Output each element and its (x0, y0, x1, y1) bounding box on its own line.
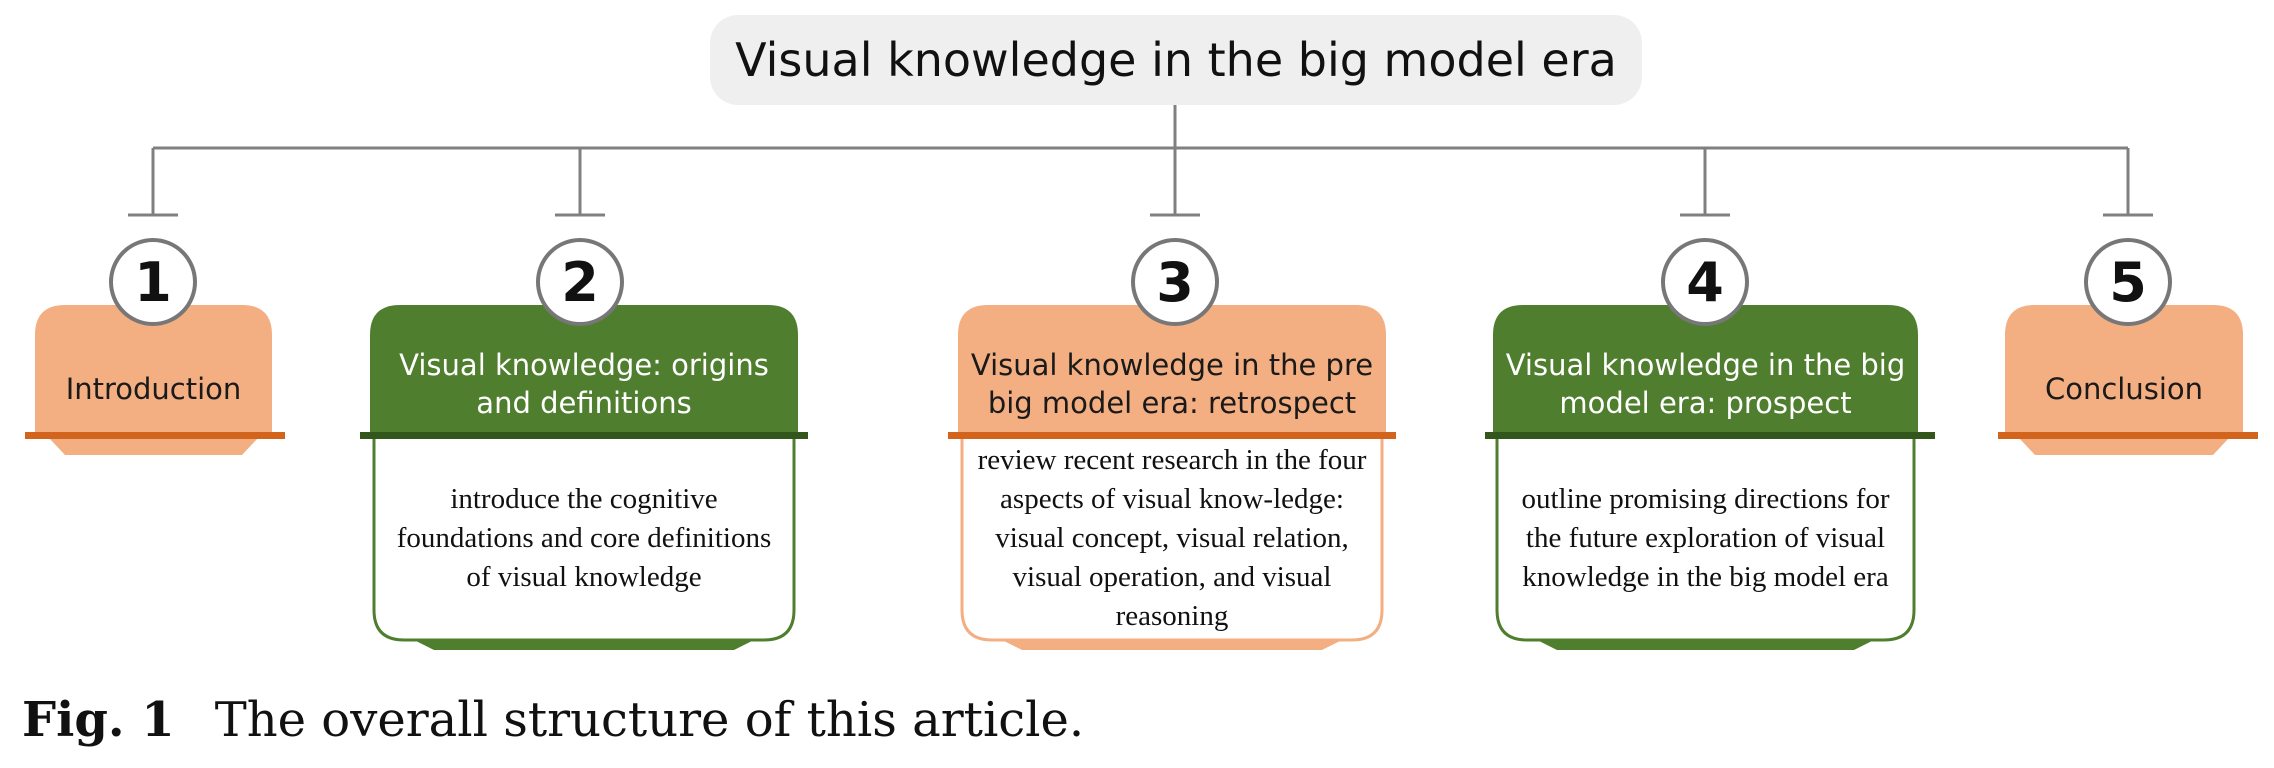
section-number-badge: 2 (536, 238, 624, 326)
section-header-box (35, 305, 272, 433)
section-description: review recent research in the four aspec… (977, 444, 1367, 632)
diagram-title-box: Visual knowledge in the big model era (710, 15, 1642, 105)
section-title: Visual knowledge in the pre big model er… (970, 348, 1374, 420)
caption-text: The overall structure of this article. (214, 692, 1085, 748)
section-body-box (372, 435, 796, 642)
section-accent-bar (360, 432, 808, 439)
section-body-box (960, 435, 1384, 642)
figure-caption: Fig. 1 The overall structure of this art… (22, 690, 1084, 750)
section-accent-bar (948, 432, 1396, 439)
section-body-base (1537, 640, 1874, 650)
diagram-title: Visual knowledge in the big model era (735, 33, 1617, 87)
section-number-badge: 4 (1661, 238, 1749, 326)
section-description: introduce the cognitive foundations and … (396, 483, 772, 593)
section-accent-bar (1998, 432, 2258, 439)
section-number-badge: 1 (109, 238, 197, 326)
section-header-box (958, 305, 1386, 433)
section-accent-bar (1485, 432, 1935, 439)
section-number-badge: 5 (2084, 238, 2172, 326)
section-header-box (1493, 305, 1918, 433)
section-number-badge: 3 (1131, 238, 1219, 326)
section-body-base (1002, 640, 1342, 650)
section-description: outline promising directions for the fut… (1521, 483, 1890, 593)
section-pedestal (50, 439, 257, 455)
section-accent-bar (25, 432, 285, 439)
section-title: Visual knowledge: origins and definition… (399, 348, 769, 420)
section-pedestal (2020, 439, 2228, 455)
section-title: Conclusion (2044, 372, 2204, 406)
section-body-base (414, 640, 754, 650)
section-title: Introduction (65, 372, 242, 406)
caption-label: Fig. 1 (22, 692, 175, 748)
section-title: Visual knowledge in the big model era: p… (1505, 348, 1906, 420)
section-body-box (1495, 435, 1916, 642)
section-header-box (370, 305, 798, 433)
section-header-box (2005, 305, 2243, 433)
